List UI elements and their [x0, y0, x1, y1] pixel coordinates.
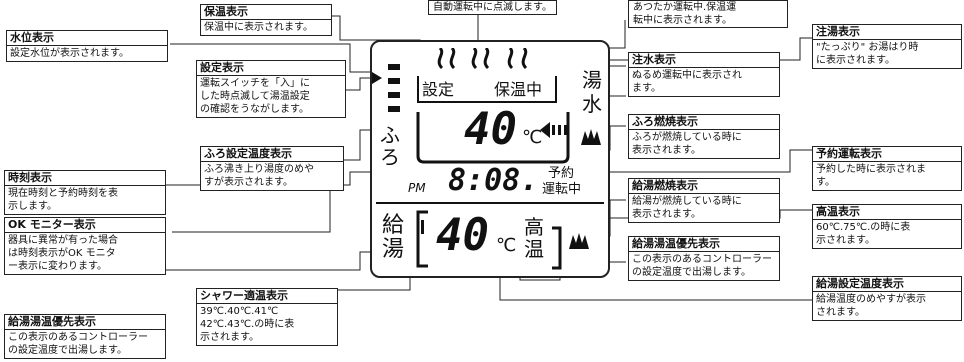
callout-furo-nensho: ふろ燃焼表示 ふろが燃焼している時に 表示されます。: [628, 114, 780, 159]
water-level-icon: [388, 64, 400, 112]
koon-bracket-icon: [552, 226, 562, 270]
callout-kyuto-yusen-right: 給湯湯温優先表示 この表示のあるコントローラー の設定温度で出湯します。: [628, 236, 780, 281]
kyuto-temp-display: 40: [436, 210, 489, 261]
callout-kyuto-yusen-left: 給湯湯温優先表示 この表示のあるコントローラー の設定温度で出湯します。: [4, 314, 166, 359]
kyuto-temp-unit: ℃: [496, 235, 517, 256]
shower-bracket-icon: [416, 210, 428, 268]
steam-icon: [437, 48, 528, 70]
callout-hoon-top-note: あつたか運転中.保温運 転中に表示されます。: [628, 0, 788, 28]
callout-settei: 設定表示 運転スイッチを「入」に した時点滅して湯温設定 の確認をうながします。: [196, 60, 346, 118]
kyuto-label: 給湯: [382, 213, 405, 262]
pm-label: PM: [408, 181, 426, 195]
hoon-label: 保温中: [494, 80, 543, 99]
callout-kyuto-nensho: 給湯燃焼表示 給湯が燃焼している時に 表示されます。: [628, 178, 780, 223]
callout-chusui: 注水表示 ぬるめ運転中に表示され ます。: [628, 52, 780, 97]
bath-outline-icon: [417, 76, 557, 103]
callout-ok-monitor: OK モニター表示 器具に異常が有った場合 は時刻表示がOK モニタ ー表示に変…: [4, 217, 166, 275]
callout-furo-settei: ふろ設定温度表示 ふろ沸き上り湯度のめや すが表示されます。: [200, 146, 344, 191]
callout-kyuto-settei: 給湯設定温度表示 給湯温度のめやすが表示 されます。: [812, 276, 962, 321]
water-fill-arrow-icon: [540, 122, 567, 138]
callout-suii: 水位表示 設定水位が表示されます。: [6, 30, 168, 62]
lcd-panel: 設定 保温中 湯 水 ふろ 40 ℃ PM 8:08. 予約 運転中 給湯 40…: [370, 40, 610, 278]
bath-temp-unit: ℃: [522, 127, 543, 148]
yoyaku-label: 予約: [548, 166, 575, 181]
furo-label: ふろ: [380, 123, 400, 169]
yu-label: 湯: [582, 68, 602, 92]
top-caption: 自動運転中に点滅します。: [428, 0, 557, 15]
mizu-label: 水: [582, 92, 602, 116]
callout-chuto: 注湯表示 "たっぷり" お湯はり時 に表示されます。: [812, 24, 962, 69]
koon-label: 高温: [524, 215, 544, 261]
flame-icon-bath: [581, 129, 601, 145]
settei-label: 設定: [422, 80, 455, 99]
flame-icon-kyuto: [569, 233, 589, 249]
callout-koon: 高温表示 60℃.75℃.の時に表 示されます。: [812, 204, 962, 249]
untenchu-label: 運転中: [542, 182, 582, 197]
callout-shower: シャワー適温表示 39℃.40℃.41℃ 42℃.43℃.の時に表 示されます。: [196, 288, 338, 346]
divider-line: [376, 202, 604, 204]
bath-tub-icon: [416, 112, 570, 164]
callout-hoon: 保温表示 保温中に表示されます。: [200, 4, 332, 36]
bath-temp-display: 40: [464, 104, 517, 155]
callout-yoyaku: 予約運転表示 予約した時に表示されま す。: [812, 146, 962, 191]
callout-jikoku: 時刻表示 現在時刻と予約時刻を表 示します。: [4, 170, 166, 215]
arrow-right-icon: [372, 72, 382, 84]
clock-display: 8:08.: [448, 163, 539, 198]
